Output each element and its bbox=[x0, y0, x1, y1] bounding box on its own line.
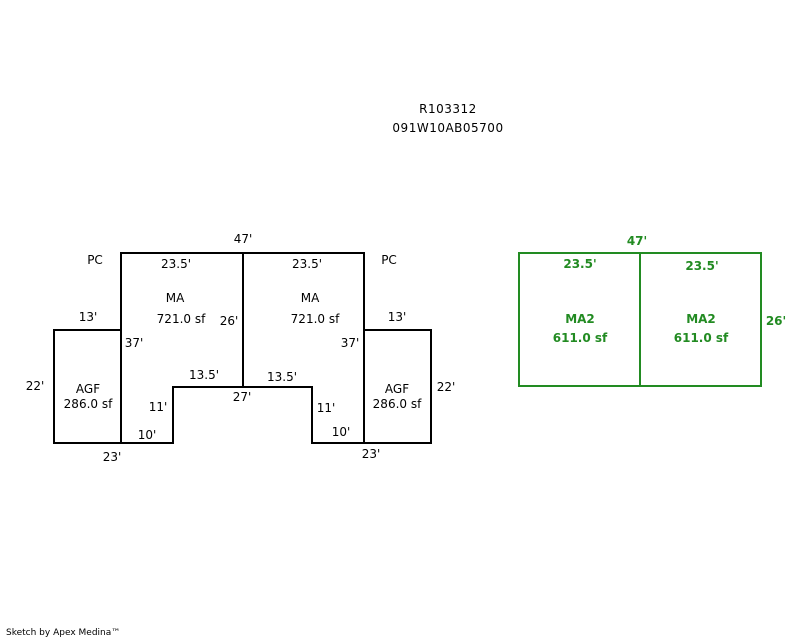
ma2-top-width: 47' bbox=[627, 234, 647, 248]
left-step-width: 10' bbox=[138, 428, 157, 442]
right-step-width: 10' bbox=[332, 425, 351, 439]
ma2-right-width: 23.5' bbox=[685, 259, 718, 273]
left-garage-area-value: 286.0 sf bbox=[64, 397, 113, 411]
right-notch-top: 13.5' bbox=[267, 370, 297, 384]
right-garage-side: 22' bbox=[437, 380, 456, 394]
left-garage-area-label: AGF bbox=[76, 382, 100, 396]
right-step-height: 11' bbox=[317, 401, 336, 415]
left-garage-outline bbox=[53, 329, 122, 444]
ma2-right-area-label: MA2 bbox=[686, 312, 716, 326]
pc-left-label: PC bbox=[87, 253, 103, 267]
right-sketch bbox=[518, 252, 762, 387]
left-notch-top: 13.5' bbox=[189, 368, 219, 382]
left-unit-height: 37' bbox=[125, 336, 144, 350]
right-unit-area-label: MA bbox=[301, 291, 320, 305]
ma2-right-area-value: 611.0 sf bbox=[674, 331, 729, 345]
notch-bottom-label: 27' bbox=[233, 390, 252, 404]
right-unit-top-width: 23.5' bbox=[292, 257, 322, 271]
ma2-left-width: 23.5' bbox=[563, 257, 596, 271]
right-unit-height: 37' bbox=[341, 336, 360, 350]
right-garage-area-value: 286.0 sf bbox=[373, 397, 422, 411]
right-sketch-labels: 47' 26' 23.5' MA2 611.0 sf 23.5' MA2 611… bbox=[553, 234, 786, 345]
sketch-credit: Sketch by Apex Medina™ bbox=[6, 628, 121, 638]
top-width-label: 47' bbox=[234, 232, 253, 246]
left-sketch bbox=[53, 252, 432, 444]
left-garage-side: 22' bbox=[26, 379, 45, 393]
left-unit-top-width: 23.5' bbox=[161, 257, 191, 271]
left-unit-area-value: 721.0 sf bbox=[157, 312, 206, 326]
map-number: 091W10AB05700 bbox=[392, 121, 504, 135]
ma2-left-area-value: 611.0 sf bbox=[553, 331, 608, 345]
main-area-outline bbox=[120, 252, 365, 444]
right-garage-bottom: 23' bbox=[362, 447, 381, 461]
inner-height-label: 26' bbox=[220, 314, 239, 328]
right-garage-area-label: AGF bbox=[385, 382, 409, 396]
left-step-height: 11' bbox=[149, 400, 168, 414]
pc-right-label: PC bbox=[381, 253, 397, 267]
ma2-side-height: 26' bbox=[766, 314, 786, 328]
parcel-id: R103312 bbox=[419, 102, 477, 116]
left-unit-area-label: MA bbox=[166, 291, 185, 305]
left-garage-bottom: 23' bbox=[103, 450, 122, 464]
left-garage-top: 13' bbox=[79, 310, 98, 324]
right-garage-top: 13' bbox=[388, 310, 407, 324]
left-sketch-labels: 47' PC PC 23.5' MA 721.0 sf 26' 37' 13.5… bbox=[26, 232, 456, 464]
right-garage-outline bbox=[363, 329, 432, 444]
ma2-left-area-label: MA2 bbox=[565, 312, 595, 326]
right-unit-area-value: 721.0 sf bbox=[291, 312, 340, 326]
